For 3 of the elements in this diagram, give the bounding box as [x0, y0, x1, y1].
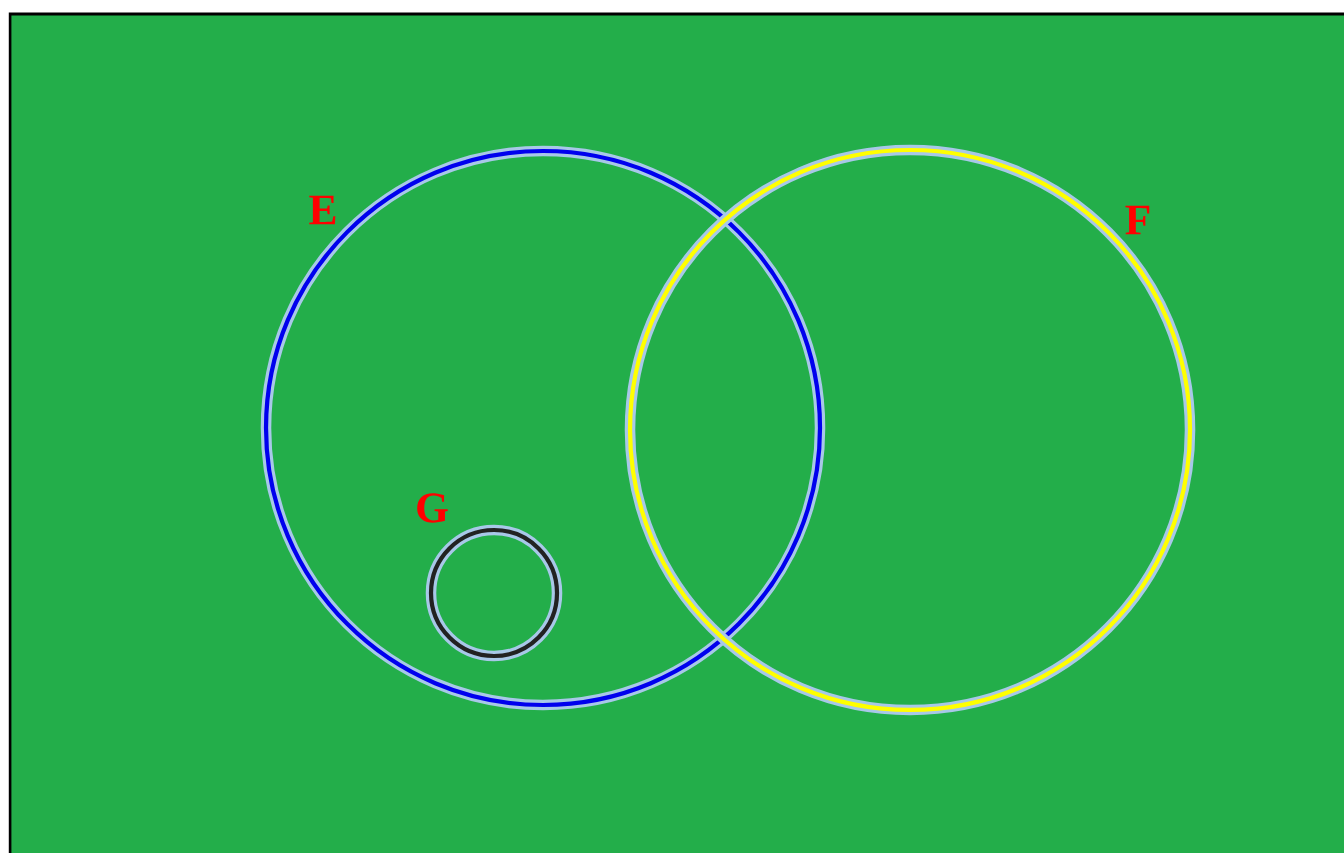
- set-label: F: [1125, 205, 1150, 235]
- set-label: G: [417, 493, 448, 523]
- set-label: E: [309, 195, 336, 225]
